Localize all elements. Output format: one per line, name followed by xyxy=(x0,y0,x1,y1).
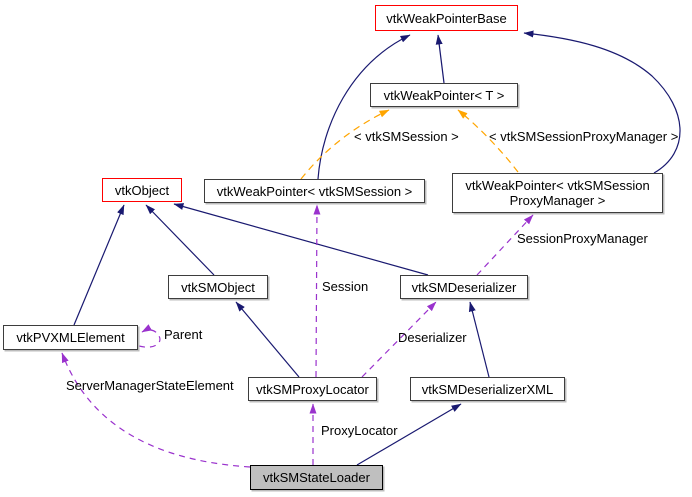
edge-inherit-stateloader-to-deserializerxml xyxy=(356,403,462,466)
node-vtksmdeserializer[interactable]: vtkSMDeserializer xyxy=(400,275,528,299)
edge-inherit-pvxmlelement-to-vtkobject xyxy=(73,204,125,326)
edge-label-session: Session xyxy=(322,279,369,294)
node-vtkweakpointer-vtksmsession[interactable]: vtkWeakPointer< vtkSMSession > xyxy=(204,179,425,203)
edge-usage-sessionproxymanager xyxy=(476,214,534,276)
edge-template-weakpointer-session-to-t xyxy=(300,109,390,180)
edge-label-sessionproxymanager: SessionProxyManager xyxy=(517,231,648,246)
edge-label-template-vtksmsession: < vtkSMSession > xyxy=(354,129,459,144)
edge-label-servermanagerstateelement: ServerManagerStateElement xyxy=(66,378,234,393)
edge-inherit-smobject-to-vtkobject xyxy=(145,204,215,276)
node-label-line1: vtkWeakPointer< vtkSMSession xyxy=(465,178,650,193)
node-vtkweakpointerbase[interactable]: vtkWeakPointerBase xyxy=(375,5,518,31)
node-vtkweakpointer-vtksmsessionproxymanager[interactable]: vtkWeakPointer< vtkSMSession ProxyManage… xyxy=(452,173,663,213)
edge-label-template-vtksmsessionproxymanager: < vtkSMSessionProxyManager > xyxy=(489,129,679,144)
edge-label-parent: Parent xyxy=(164,327,203,342)
edge-inherit-weakpointer-t-to-base xyxy=(435,34,445,84)
edge-usage-parent-selfloop xyxy=(138,324,161,348)
node-vtkpvxmlelement[interactable]: vtkPVXMLElement xyxy=(3,325,138,350)
edge-label-proxylocator: ProxyLocator xyxy=(321,423,398,438)
edge-usage-session xyxy=(313,204,321,378)
node-vtksmobject[interactable]: vtkSMObject xyxy=(168,275,268,299)
node-vtkweakpointer-t[interactable]: vtkWeakPointer< T > xyxy=(370,83,518,107)
node-vtksmdeserializerxml[interactable]: vtkSMDeserializerXML xyxy=(410,377,565,401)
edge-label-deserializer: Deserializer xyxy=(398,330,467,345)
edge-inherit-smdeserializer-to-vtkobject xyxy=(173,203,429,276)
edge-inherit-weakpointer-spm-to-base xyxy=(523,30,681,174)
node-label-line2: ProxyManager > xyxy=(509,193,606,208)
node-vtksmstateloader: vtkSMStateLoader xyxy=(250,465,383,490)
node-vtksmproxylocator[interactable]: vtkSMProxyLocator xyxy=(248,377,377,401)
edge-inherit-deserializerxml-to-smdeserializer xyxy=(468,301,490,378)
edge-inherit-weakpointer-session-to-base xyxy=(317,34,411,180)
edge-inherit-proxylocator-to-smobject xyxy=(235,301,300,378)
edge-usage-servermanagerstateelement xyxy=(61,352,251,468)
edge-template-weakpointer-spm-to-t xyxy=(457,109,519,173)
node-vtkobject[interactable]: vtkObject xyxy=(102,178,182,202)
